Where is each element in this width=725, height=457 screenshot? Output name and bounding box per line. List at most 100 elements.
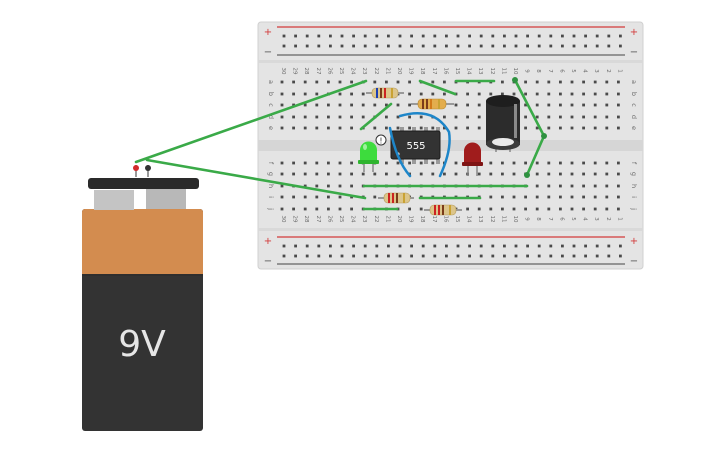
breadboard-hole[interactable] xyxy=(595,44,599,48)
breadboard-hole[interactable] xyxy=(292,103,295,107)
breadboard-hole[interactable] xyxy=(408,161,411,165)
breadboard-hole[interactable] xyxy=(315,92,319,96)
breadboard-hole[interactable] xyxy=(572,44,576,48)
breadboard-hole[interactable] xyxy=(559,161,562,165)
breadboard-hole[interactable] xyxy=(535,126,539,130)
breadboard-hole[interactable] xyxy=(479,34,483,38)
breadboard-hole[interactable] xyxy=(617,103,620,107)
breadboard-hole[interactable] xyxy=(572,254,576,258)
breadboard-hole[interactable] xyxy=(524,92,527,96)
breadboard-hole[interactable] xyxy=(280,161,284,165)
breadboard-hole[interactable] xyxy=(433,44,437,48)
breadboard-hole[interactable] xyxy=(408,80,411,84)
breadboard-hole[interactable] xyxy=(456,34,460,38)
breadboard-hole[interactable] xyxy=(294,44,297,48)
breadboard-hole[interactable] xyxy=(501,207,504,211)
breadboard-hole[interactable] xyxy=(468,254,471,258)
breadboard-hole[interactable] xyxy=(524,207,527,211)
breadboard-hole[interactable] xyxy=(559,115,562,119)
breadboard-hole[interactable] xyxy=(338,80,342,84)
breadboard-hole[interactable] xyxy=(582,126,585,130)
breadboard-hole[interactable] xyxy=(537,34,541,38)
breadboard-hole[interactable] xyxy=(549,34,553,38)
breadboard-hole[interactable] xyxy=(605,172,609,176)
breadboard-hole[interactable] xyxy=(340,44,344,48)
breadboard-hole[interactable] xyxy=(572,244,576,248)
breadboard-hole[interactable] xyxy=(327,172,330,176)
breadboard-hole[interactable] xyxy=(350,80,353,84)
breadboard-hole[interactable] xyxy=(433,254,437,258)
breadboard-hole[interactable] xyxy=(352,254,355,258)
breadboard-hole[interactable] xyxy=(329,44,332,48)
breadboard-hole[interactable] xyxy=(327,184,330,188)
breadboard-hole[interactable] xyxy=(398,244,402,248)
breadboard-hole[interactable] xyxy=(408,126,411,130)
breadboard-hole[interactable] xyxy=(524,195,527,199)
breadboard-hole[interactable] xyxy=(535,115,539,119)
breadboard-hole[interactable] xyxy=(559,92,562,96)
breadboard-hole[interactable] xyxy=(593,172,597,176)
breadboard-hole[interactable] xyxy=(408,103,411,107)
breadboard-hole[interactable] xyxy=(445,244,448,248)
breadboard-hole[interactable] xyxy=(396,161,400,165)
breadboard-hole[interactable] xyxy=(454,126,458,130)
breadboard-hole[interactable] xyxy=(595,254,599,258)
breadboard-hole[interactable] xyxy=(535,184,539,188)
breadboard-hole[interactable] xyxy=(375,34,379,38)
breadboard-hole[interactable] xyxy=(477,115,481,119)
breadboard-hole[interactable] xyxy=(617,80,620,84)
breadboard-hole[interactable] xyxy=(294,34,297,38)
breadboard-hole[interactable] xyxy=(491,244,495,248)
breadboard-hole[interactable] xyxy=(477,172,481,176)
breadboard-hole[interactable] xyxy=(561,44,564,48)
breadboard-hole[interactable] xyxy=(559,195,562,199)
breadboard-hole[interactable] xyxy=(315,115,319,119)
breadboard-hole[interactable] xyxy=(501,161,504,165)
breadboard-hole[interactable] xyxy=(327,103,330,107)
breadboard-hole[interactable] xyxy=(433,34,437,38)
breadboard-hole[interactable] xyxy=(327,115,330,119)
breadboard-hole[interactable] xyxy=(593,184,597,188)
breadboard-hole[interactable] xyxy=(421,44,425,48)
breadboard-hole[interactable] xyxy=(431,92,435,96)
breadboard-hole[interactable] xyxy=(526,244,529,248)
breadboard-hole[interactable] xyxy=(617,195,620,199)
breadboard-hole[interactable] xyxy=(282,254,286,258)
breadboard-hole[interactable] xyxy=(419,115,423,119)
breadboard-hole[interactable] xyxy=(373,103,377,107)
breadboard-hole[interactable] xyxy=(570,80,574,84)
breadboard-hole[interactable] xyxy=(570,103,574,107)
breadboard-hole[interactable] xyxy=(607,254,611,258)
breadboard-hole[interactable] xyxy=(445,34,448,38)
breadboard-hole[interactable] xyxy=(305,244,309,248)
breadboard-hole[interactable] xyxy=(582,161,585,165)
breadboard-hole[interactable] xyxy=(570,207,574,211)
breadboard-hole[interactable] xyxy=(547,207,551,211)
breadboard-hole[interactable] xyxy=(619,254,622,258)
breadboard-hole[interactable] xyxy=(559,103,562,107)
breadboard-hole[interactable] xyxy=(547,195,551,199)
breadboard-hole[interactable] xyxy=(317,34,321,38)
breadboard-hole[interactable] xyxy=(387,244,390,248)
breadboard-hole[interactable] xyxy=(466,92,469,96)
breadboard-hole[interactable] xyxy=(292,172,295,176)
breadboard-hole[interactable] xyxy=(584,34,587,38)
breadboard-hole[interactable] xyxy=(303,184,307,188)
breadboard-hole[interactable] xyxy=(419,172,423,176)
breadboard-hole[interactable] xyxy=(350,92,353,96)
breadboard-hole[interactable] xyxy=(617,126,620,130)
breadboard-hole[interactable] xyxy=(570,92,574,96)
breadboard-hole[interactable] xyxy=(489,207,493,211)
breadboard-hole[interactable] xyxy=(303,195,307,199)
resistor[interactable] xyxy=(366,87,404,99)
breadboard-hole[interactable] xyxy=(315,161,319,165)
breadboard-hole[interactable] xyxy=(373,195,377,199)
breadboard-hole[interactable] xyxy=(468,44,471,48)
breadboard-hole[interactable] xyxy=(593,80,597,84)
breadboard-hole[interactable] xyxy=(526,254,529,258)
breadboard-hole[interactable] xyxy=(445,44,448,48)
breadboard-hole[interactable] xyxy=(535,207,539,211)
breadboard-hole[interactable] xyxy=(570,172,574,176)
breadboard-hole[interactable] xyxy=(489,172,493,176)
breadboard-hole[interactable] xyxy=(537,44,541,48)
